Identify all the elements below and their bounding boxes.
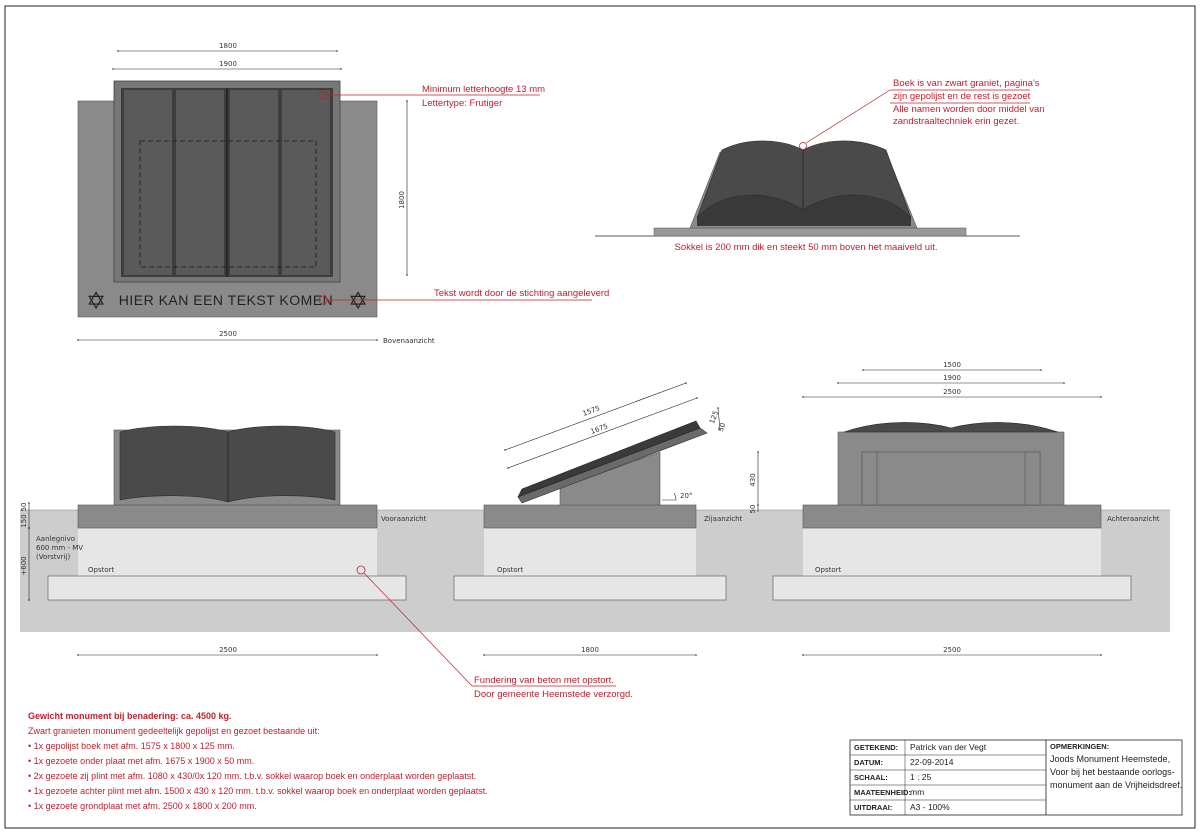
tb-key-maat: MAATEENHEID: — [854, 788, 911, 797]
spec-item-2: • 1x gezoete onder plaat met afm. 1675 x… — [28, 756, 254, 766]
tb-key-schaal: SCHAAL: — [854, 773, 888, 782]
tb-val-getekend: Patrick van der Vegt — [910, 742, 987, 752]
side-dim-1575: 1575 — [582, 404, 601, 418]
dim-height-1800: 1800 — [398, 191, 406, 209]
back-dim-1500: 1500 — [943, 361, 961, 369]
side-view: 20° 1575 1675 125 50 430 50 Zijaanzicht … — [453, 382, 759, 656]
dim-2500-top: 2500 — [219, 330, 237, 338]
center-text: HIER KAN EEN TEKST KOMEN — [119, 292, 334, 308]
callout-foundation-2: Door gemeente Heemstede verzorgd. — [474, 689, 633, 700]
side-opstort: Opstort — [497, 566, 524, 574]
side-view-label: Zijaanzicht — [704, 515, 743, 523]
front-dim-bottom: 2500 — [219, 646, 237, 654]
callout-sokkel: Sokkel is 200 mm dik en steekt 50 mm bov… — [675, 242, 938, 253]
front-view-label: Vooraanzicht — [381, 515, 427, 523]
tb-key-getekend: GETEKEND: — [854, 743, 898, 752]
tb-key-opm: OPMERKINGEN: — [1050, 742, 1109, 751]
spec-block: Gewicht monument bij benadering: ca. 450… — [28, 711, 488, 811]
name-columns — [124, 90, 330, 275]
perspective-view: Boek is van zwart graniet, pagina's zijn… — [595, 78, 1045, 253]
tb-opm-2: Voor bij het bestaande oorlogs- — [1050, 767, 1175, 777]
tb-key-uitdraai: UITDRAAI: — [854, 803, 892, 812]
side-dim-50: 50 — [717, 422, 728, 433]
spec-intro: Zwart granieten monument gedeeltelijk ge… — [28, 726, 320, 736]
callout-foundation-1: Fundering van beton met opstort. — [474, 675, 614, 686]
callout-font: Lettertype: Frutiger — [422, 98, 502, 109]
back-view-label: Achteraanzicht — [1107, 515, 1160, 523]
tb-key-datum: DATUM: — [854, 758, 883, 767]
sheet-frame — [4, 5, 1196, 829]
tb-opm-3: monument aan de Vrijheidsdreef. — [1050, 780, 1182, 790]
back-opstort: Opstort — [815, 566, 842, 574]
spec-item-1: • 1x gepolijst boek met afm. 1575 x 1800… — [28, 741, 235, 751]
book-open-pages — [696, 140, 912, 219]
dim-1800-top: 1800 — [219, 42, 237, 50]
callout-text-supplied: Tekst wordt door de stichting aangelever… — [434, 288, 609, 299]
stars-of-david-left: ✡ — [86, 287, 106, 315]
callout-book-1: Boek is van zwart graniet, pagina's — [893, 78, 1040, 89]
tb-val-maat: mm — [910, 787, 924, 797]
aanleg-2: 600 mm - MV — [36, 544, 83, 552]
tb-val-uitdraai: A3 - 100% — [910, 802, 950, 812]
tb-opm-1: Joods Monument Heemstede, — [1050, 754, 1170, 764]
book-open-base — [697, 195, 911, 226]
title-block: GETEKEND: Patrick van der Vegt DATUM: 22… — [849, 739, 1183, 816]
top-view: ✡ ✡ HIER KAN EEN TEKST KOMEN 1800 1900 2… — [77, 42, 609, 345]
side-dim-50b: 50 — [749, 505, 757, 514]
side-dim-430: 430 — [749, 473, 757, 486]
aanleg-1: Aanlegnivo — [36, 535, 75, 543]
front-dim-50: 50 — [20, 503, 28, 512]
front-dim-600: +600 — [20, 556, 28, 575]
stars-of-david-right: ✡ — [348, 287, 368, 315]
tb-val-datum: 22-09-2014 — [910, 757, 954, 767]
callout-book-4: zandstraaltechniek erin gezet. — [893, 116, 1019, 127]
tb-val-schaal: 1 : 25 — [910, 772, 932, 782]
view-label-top: Bovenaanzicht — [383, 337, 435, 345]
spec-item-3: • 2x gezoete zij plint met afm. 1080 x 4… — [28, 771, 476, 781]
callout-letter-height: Minimum letterhoogte 13 mm — [422, 84, 545, 95]
back-dim-bottom: 2500 — [943, 646, 961, 654]
spec-item-5: • 1x gezoete grondplaat met afm. 2500 x … — [28, 801, 257, 811]
back-dim-2500: 2500 — [943, 388, 961, 396]
side-dim-bottom: 1800 — [581, 646, 599, 654]
spec-item-4: • 1x gezoete achter plint met afm. 1500 … — [28, 786, 488, 796]
spec-title: Gewicht monument bij benadering: ca. 450… — [28, 711, 232, 721]
aanleg-3: (Vorstvrij) — [36, 553, 70, 561]
dashed-outline — [139, 140, 317, 268]
back-view: Achteraanzicht Opstort 1500 1900 2500 25… — [772, 361, 1160, 656]
dim-1900-top: 1900 — [219, 60, 237, 68]
back-dim-1900: 1900 — [943, 374, 961, 382]
front-view: Vooraanzicht Opstort Fundering van beton… — [20, 425, 633, 700]
side-angle: 20° — [680, 492, 692, 500]
callout-book-3: Alle namen worden door middel van — [893, 104, 1045, 115]
front-dim-150: 150 — [20, 514, 28, 527]
side-dim-125: 125 — [708, 410, 720, 425]
front-opstort: Opstort — [88, 566, 115, 574]
callout-book-2: zijn gepolijst en de rest is gezoet — [893, 91, 1031, 102]
